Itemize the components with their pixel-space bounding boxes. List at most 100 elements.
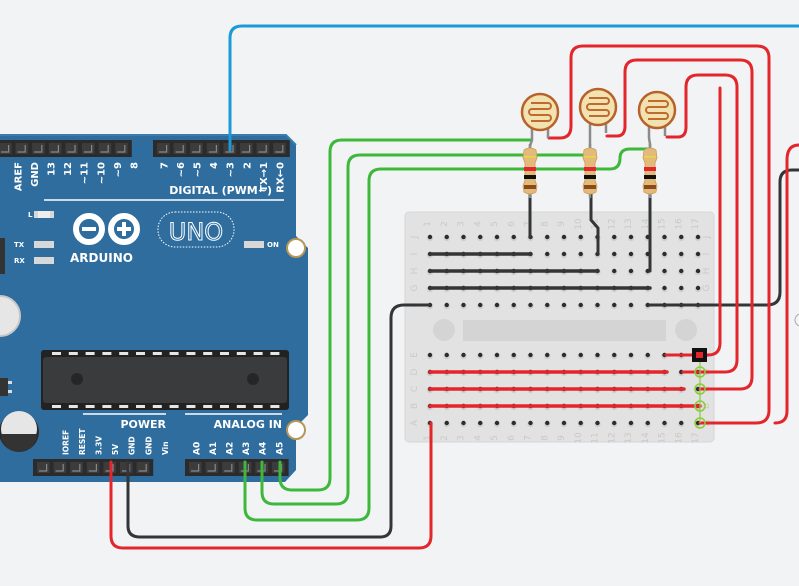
breadboard-hole[interactable] <box>528 420 533 426</box>
breadboard-hole[interactable] <box>545 234 550 240</box>
header-pin[interactable] <box>240 143 253 154</box>
components[interactable] <box>520 87 677 198</box>
breadboard-hole[interactable] <box>478 420 483 426</box>
breadboard-hole[interactable] <box>461 352 466 358</box>
resistor-3[interactable] <box>642 144 658 198</box>
breadboard-hole[interactable] <box>645 420 650 426</box>
header-pin[interactable] <box>53 462 67 473</box>
breadboard-hole[interactable] <box>578 234 583 240</box>
header-pin[interactable] <box>82 143 95 154</box>
breadboard-hole[interactable] <box>561 352 567 358</box>
header-pin[interactable] <box>136 462 150 473</box>
breadboard-hole[interactable] <box>595 420 600 426</box>
breadboard-hole[interactable] <box>662 420 667 426</box>
breadboard-hole[interactable] <box>628 352 634 358</box>
breadboard-hole[interactable] <box>494 234 500 240</box>
wire-green-a4[interactable] <box>260 153 592 506</box>
breadboard-hole[interactable] <box>478 302 483 308</box>
breadboard-hole[interactable] <box>461 302 466 308</box>
header-pin[interactable] <box>157 143 170 154</box>
digital-header[interactable] <box>0 140 290 157</box>
wire-green-a3[interactable] <box>243 147 652 522</box>
header-pin[interactable] <box>98 143 112 154</box>
breadboard-hole[interactable] <box>578 420 583 426</box>
power-header[interactable] <box>33 459 154 476</box>
header-pin[interactable] <box>205 462 219 473</box>
breadboard-hole[interactable] <box>679 251 684 257</box>
header-pin[interactable] <box>32 143 45 154</box>
resistor-1[interactable] <box>522 144 538 198</box>
breadboard[interactable]: 1122334455667788991010111112121313141415… <box>404 211 715 444</box>
breadboard-hole[interactable] <box>662 251 667 257</box>
wire-green-a5[interactable] <box>278 138 533 492</box>
breadboard-hole[interactable] <box>662 285 667 291</box>
header-pin[interactable] <box>256 143 270 154</box>
breadboard-hole[interactable] <box>494 302 500 308</box>
breadboard-hole[interactable] <box>679 234 684 240</box>
breadboard-hole[interactable] <box>494 352 500 358</box>
breadboard-hole[interactable] <box>612 251 617 257</box>
breadboard-hole[interactable] <box>427 234 433 240</box>
breadboard-hole[interactable] <box>545 420 550 426</box>
resistor-leg-2[interactable] <box>589 188 600 256</box>
breadboard-hole[interactable] <box>478 352 483 358</box>
breadboard-hole[interactable] <box>628 251 634 257</box>
photoresistor-3[interactable] <box>637 90 677 148</box>
breadboard-hole[interactable] <box>444 302 449 308</box>
breadboard-hole[interactable] <box>695 234 701 240</box>
analog-header[interactable] <box>185 459 289 476</box>
breadboard-hole[interactable] <box>478 234 483 240</box>
breadboard-hole[interactable] <box>444 352 449 358</box>
breadboard-hole[interactable] <box>645 352 650 358</box>
header-pin[interactable] <box>65 143 78 154</box>
header-pin[interactable] <box>222 462 235 473</box>
breadboard-hole[interactable] <box>511 352 516 358</box>
breadboard-hole[interactable] <box>695 251 701 257</box>
breadboard-hole[interactable] <box>628 420 634 426</box>
header-pin[interactable] <box>120 462 133 473</box>
breadboard-hole[interactable] <box>612 268 617 274</box>
breadboard-hole[interactable] <box>679 285 684 291</box>
breadboard-hole[interactable] <box>561 234 567 240</box>
breadboard-hole[interactable] <box>695 268 701 274</box>
header-pin[interactable] <box>0 143 12 154</box>
breadboard-hole[interactable] <box>695 285 701 291</box>
breadboard-hole[interactable] <box>427 352 433 358</box>
breadboard-hole[interactable] <box>679 268 684 274</box>
breadboard-hole[interactable] <box>662 234 667 240</box>
breadboard-hole[interactable] <box>545 302 550 308</box>
breadboard-hole[interactable] <box>578 352 583 358</box>
breadboard-hole[interactable] <box>612 234 617 240</box>
breadboard-hole[interactable] <box>595 302 600 308</box>
wire-blue-pin3[interactable] <box>228 24 799 152</box>
header-pin[interactable] <box>173 143 187 154</box>
breadboard-hole[interactable] <box>612 302 617 308</box>
photoresistor-1[interactable] <box>520 92 560 148</box>
breadboard-hole[interactable] <box>461 420 466 426</box>
breadboard-hole[interactable] <box>511 420 516 426</box>
header-pin[interactable] <box>86 462 100 473</box>
header-pin[interactable] <box>206 143 220 154</box>
header-pin[interactable] <box>190 143 203 154</box>
wire-red-ldr1[interactable] <box>547 44 771 425</box>
breadboard-hole[interactable] <box>545 251 550 257</box>
breadboard-hole[interactable] <box>561 420 567 426</box>
breadboard-hole[interactable] <box>444 234 449 240</box>
breadboard-hole[interactable] <box>612 420 617 426</box>
breadboard-hole[interactable] <box>561 251 567 257</box>
wire-red-row-e[interactable] <box>664 86 722 357</box>
breadboard-hole[interactable] <box>461 234 466 240</box>
reset-button-icon[interactable] <box>0 295 21 337</box>
breadboard-hole[interactable] <box>528 352 533 358</box>
breadboard-hole[interactable] <box>511 234 516 240</box>
breadboard-hole[interactable] <box>628 302 634 308</box>
wire-red-ldr3[interactable] <box>665 73 739 374</box>
breadboard-hole[interactable] <box>511 302 516 308</box>
photoresistor-2[interactable] <box>578 87 618 148</box>
breadboard-hole[interactable] <box>679 420 684 426</box>
wire-red-5v[interactable] <box>109 421 433 550</box>
breadboard-hole[interactable] <box>612 352 617 358</box>
wire-red-ldr2[interactable] <box>605 58 754 391</box>
breadboard-hole[interactable] <box>494 420 500 426</box>
